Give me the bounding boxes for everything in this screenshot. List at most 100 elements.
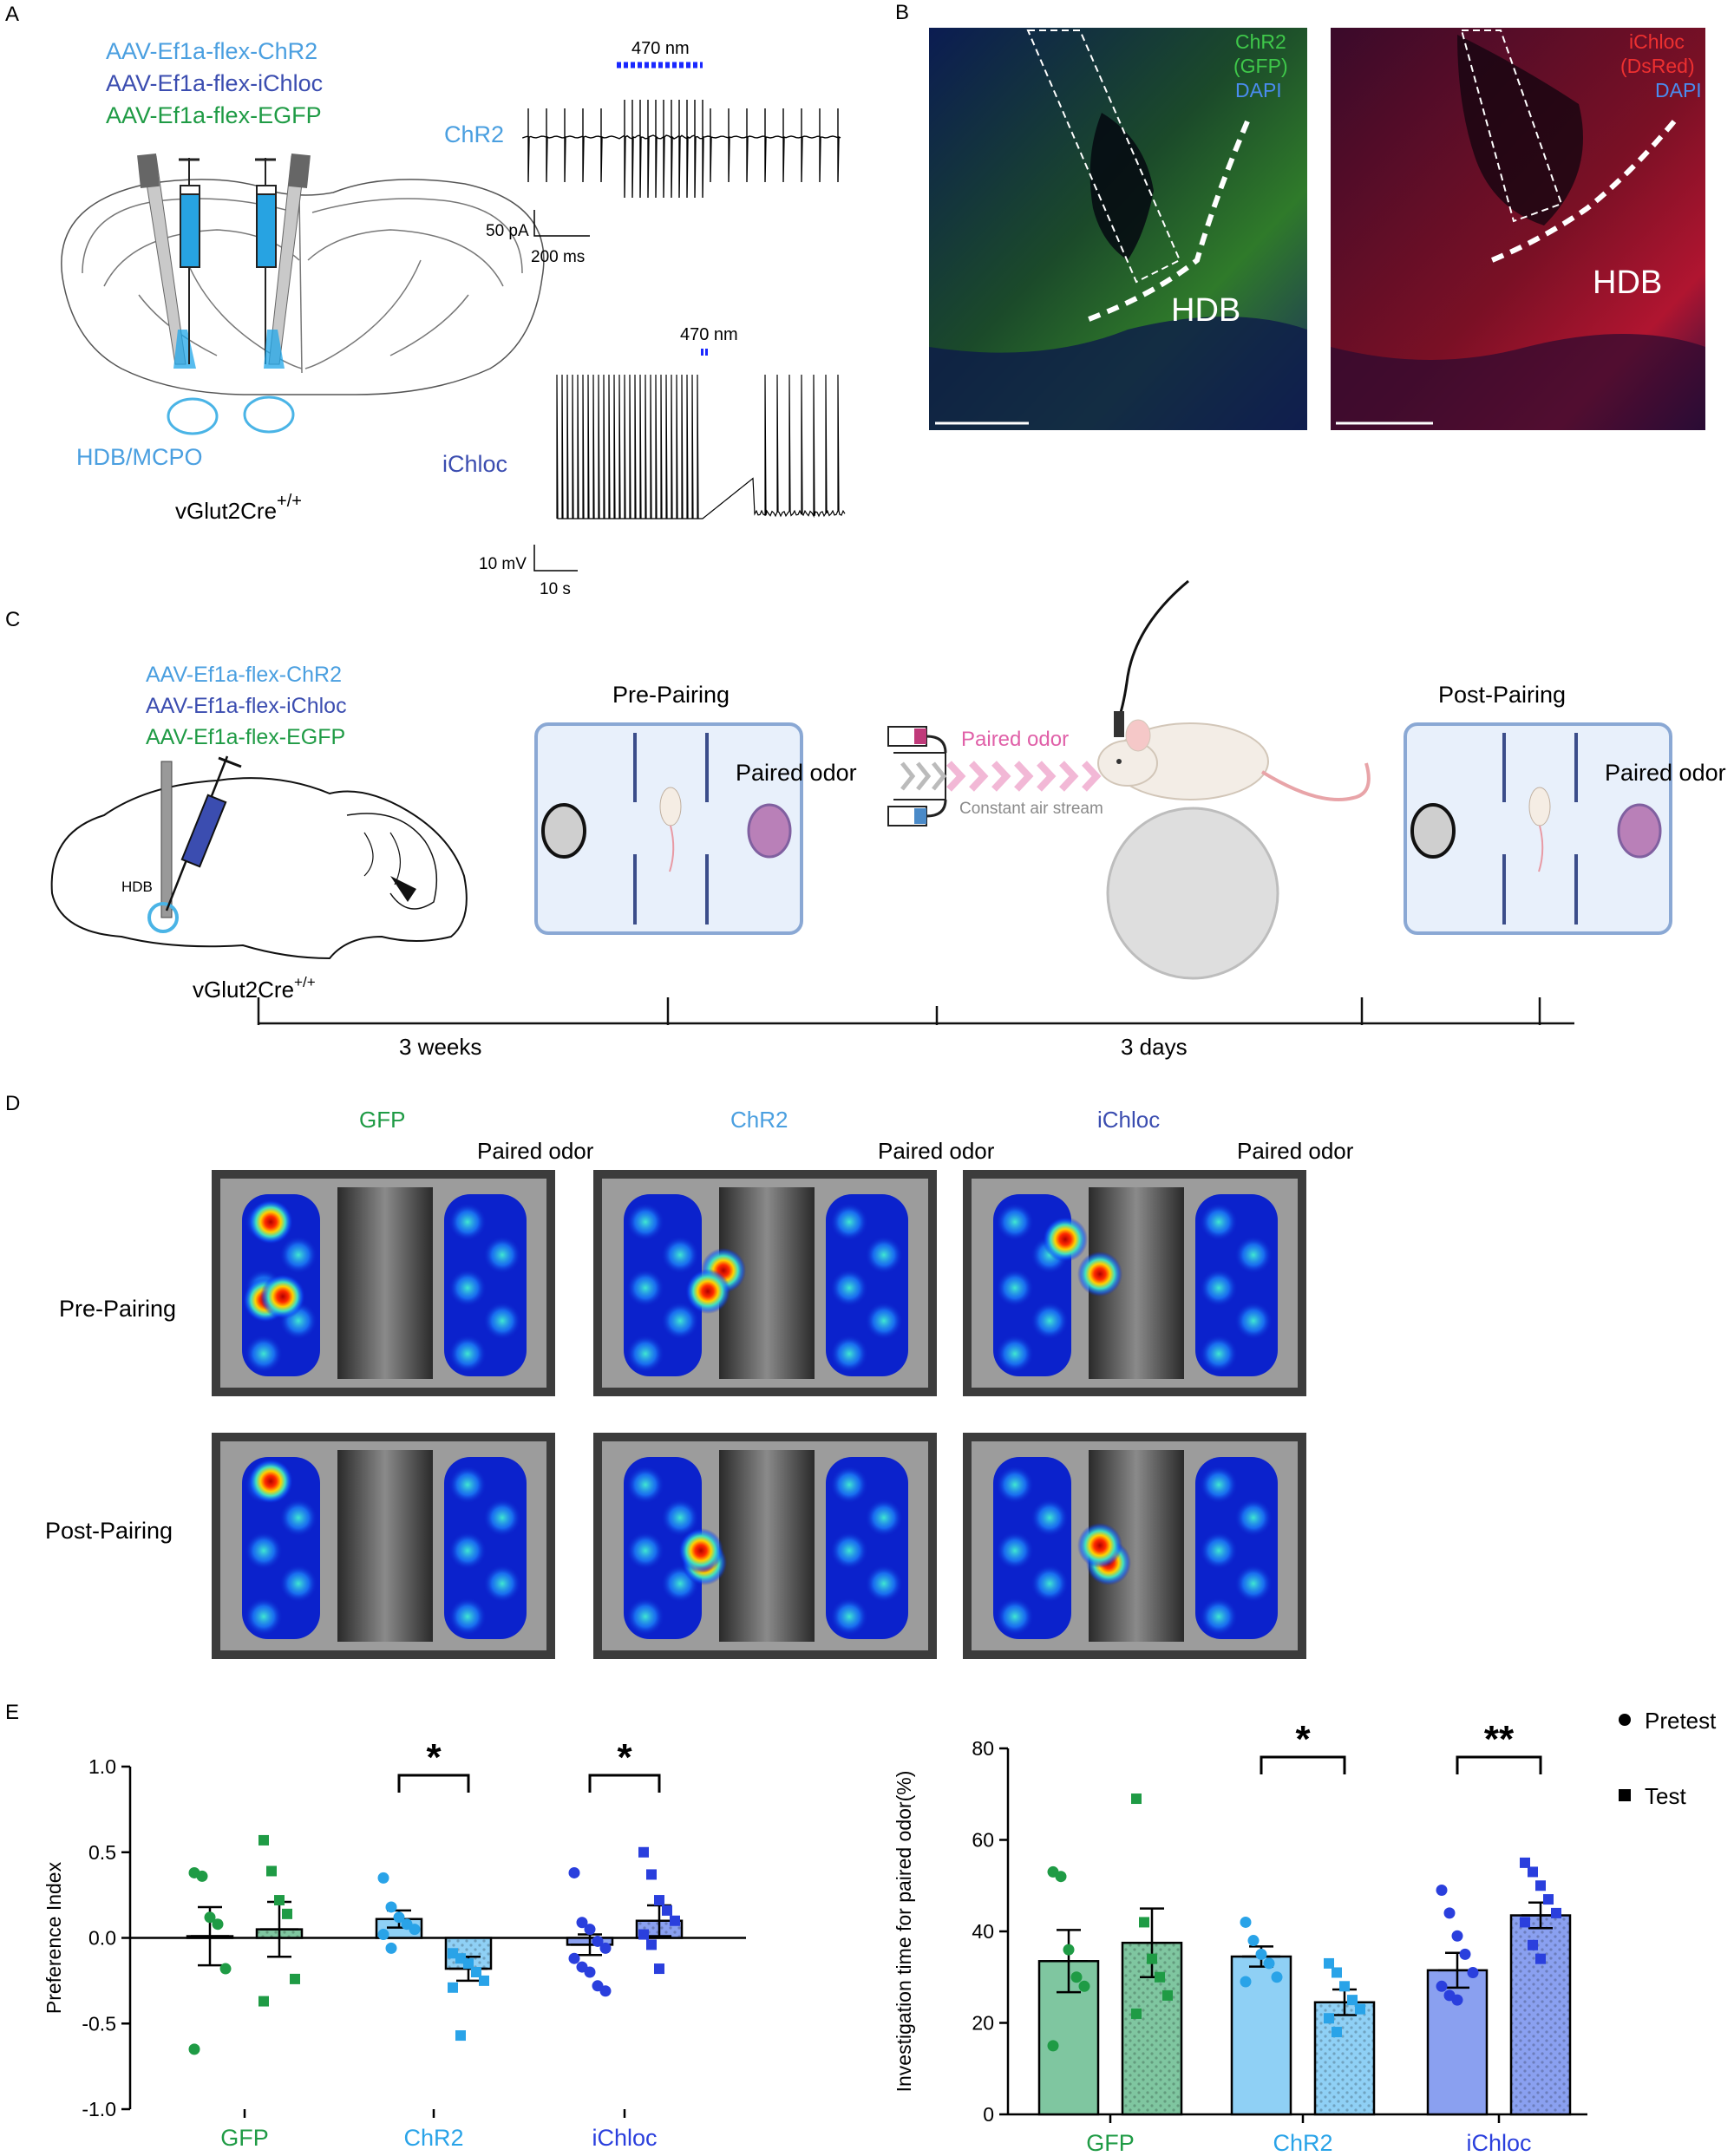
c-virus-egfp-label: AAV-Ef1a-flex-EGFP <box>146 725 345 749</box>
significance-stars: * <box>1295 1718 1311 1761</box>
hdb-right-outline <box>243 395 295 434</box>
data-point <box>1162 1989 1173 2001</box>
data-point <box>1055 1871 1067 1883</box>
panel-label-b: B <box>895 1 909 24</box>
heat-blob <box>830 1335 868 1373</box>
heat-blob <box>1234 1236 1273 1274</box>
heat-blob <box>483 1302 521 1340</box>
data-point <box>1070 1971 1083 1983</box>
data-point <box>1436 1885 1448 1897</box>
y-tick-label: -0.5 <box>82 2012 116 2035</box>
heat-blob <box>865 1499 903 1537</box>
heat-blob <box>1031 1499 1069 1537</box>
data-point <box>1551 1907 1561 1918</box>
dsred-histology-image <box>1331 28 1705 430</box>
data-point <box>1347 1995 1358 2006</box>
data-point <box>258 1996 269 2007</box>
data-point <box>282 1908 292 1919</box>
data-point <box>584 1966 596 1978</box>
heatmap-row-pre: Pre-Pairing <box>59 1296 176 1322</box>
post-paired-odor-label: Paired odor <box>1605 760 1726 786</box>
y-axis-label: Investigation time for paired odor(%) <box>893 1771 915 2093</box>
heat-blob <box>661 1236 699 1274</box>
data-point <box>196 1870 208 1882</box>
data-point <box>385 1901 397 1913</box>
heat-hotspot <box>248 1459 293 1504</box>
chr2-scale-bar <box>533 210 590 237</box>
data-point <box>377 1872 389 1884</box>
data-point <box>463 1958 474 1970</box>
data-point <box>1520 1917 1530 1928</box>
data-point <box>393 1911 405 1924</box>
x-tick-label: GFP <box>1086 2130 1135 2156</box>
dsred-label-dsred: (DsRed) <box>1620 55 1695 77</box>
heatmap-row-post: Post-Pairing <box>45 1518 173 1544</box>
c-virus-ichloc-label: AAV-Ef1a-flex-iChloc <box>146 694 347 718</box>
heatmap-col-ichloc: iChloc <box>1097 1107 1160 1133</box>
heat-hotspot <box>260 1274 305 1319</box>
ichloc-scale-bar <box>533 545 578 572</box>
heat-blob <box>483 1499 521 1537</box>
significance-stars: ** <box>1484 1718 1515 1761</box>
mouse-line-label: vGlut2Cre+/+ <box>175 492 302 524</box>
data-point <box>1467 1966 1479 1978</box>
heat-blob <box>483 1565 521 1603</box>
x-tick-label: GFP <box>220 2125 269 2151</box>
y-tick-label: -1.0 <box>82 2098 116 2120</box>
panel-label-e: E <box>5 1701 19 1724</box>
data-point <box>1543 1894 1554 1905</box>
timeline-3-weeks: 3 weeks <box>399 1034 481 1060</box>
chr2-light-label: 470 nm <box>631 39 690 58</box>
heatmap-col-chr2: ChR2 <box>730 1107 788 1133</box>
data-point <box>409 1924 421 1936</box>
heatmap-arena <box>963 1433 1306 1659</box>
heat-blob <box>626 1335 664 1373</box>
heat-blob <box>448 1466 487 1504</box>
y-tick-label: 40 <box>972 1920 994 1943</box>
bar-pattern <box>1511 1915 1570 2114</box>
heatmap-ichloc-paired-odor: Paired odor <box>1237 1138 1354 1164</box>
data-point <box>670 1915 680 1926</box>
data-point <box>1131 2008 1142 2019</box>
data-point <box>568 1952 580 1964</box>
chr2-current-trace <box>522 100 841 199</box>
heatmap-chr2-paired-odor: Paired odor <box>878 1138 995 1164</box>
sagittal-brain <box>50 755 468 960</box>
x-tick-label: ChR2 <box>1273 2130 1332 2156</box>
x-tick-label: ChR2 <box>403 2125 463 2151</box>
data-point <box>1263 1957 1275 1970</box>
heatmap-arena <box>963 1170 1306 1396</box>
data-point <box>1139 1917 1149 1928</box>
dsred-label-dapi: DAPI <box>1655 79 1702 101</box>
data-point <box>258 1834 269 1846</box>
heat-blob <box>448 1203 487 1241</box>
significance-bracket <box>1456 1755 1542 1774</box>
heat-hotspot <box>248 1199 293 1245</box>
data-point <box>1078 1980 1090 1992</box>
data-point <box>1535 1953 1546 1964</box>
heat-blob <box>448 1269 487 1307</box>
data-point <box>1528 1866 1538 1878</box>
heat-blob <box>626 1203 664 1241</box>
data-point <box>646 1869 657 1880</box>
pre-pairing-arena <box>534 722 803 935</box>
c-mouse-line-label: vGlut2Cre+/+ <box>193 974 316 1003</box>
timeline-3-days: 3 days <box>1121 1034 1188 1060</box>
heat-blob <box>1031 1302 1069 1340</box>
ichloc-scale-y: 10 mV <box>479 555 527 573</box>
data-point <box>1332 1967 1342 1978</box>
data-point <box>654 1963 664 1975</box>
heat-blob <box>830 1597 868 1636</box>
significance-stars: * <box>426 1736 442 1779</box>
data-point <box>1436 1980 1448 1992</box>
heat-blob <box>245 1335 283 1373</box>
data-point <box>1324 1957 1334 1969</box>
right-syringe <box>255 158 277 364</box>
data-point <box>1047 2040 1059 2052</box>
head-fixed-mouse <box>1097 719 1371 801</box>
gfp-label-gfp: (GFP) <box>1233 55 1288 77</box>
data-point <box>1155 1971 1165 1983</box>
heatmap-arena <box>593 1170 937 1396</box>
data-point <box>455 2030 466 2042</box>
panel-label-a: A <box>5 3 19 26</box>
